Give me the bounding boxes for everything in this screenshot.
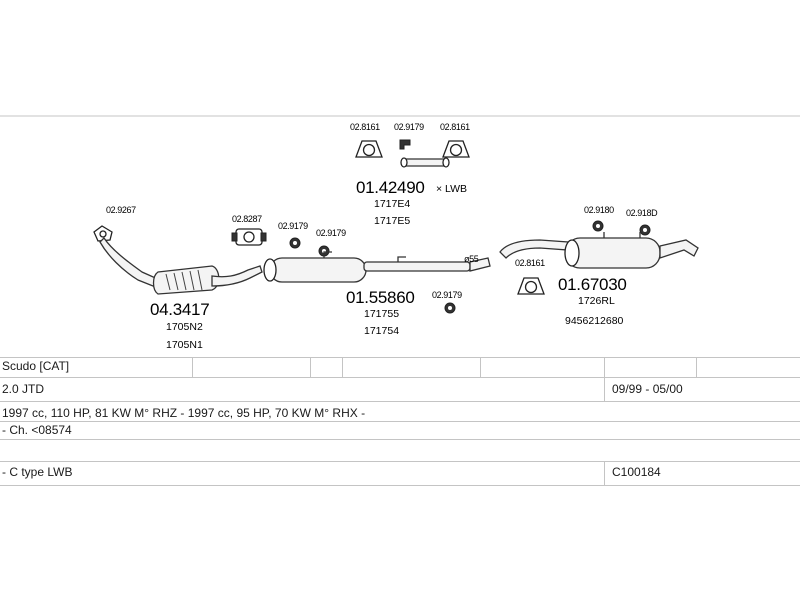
clamp-label-02-8161-a: 02.8161: [350, 122, 380, 132]
oe-number-171755: 171755: [364, 308, 399, 320]
clamp-label-02-918d: 02.918D: [626, 208, 658, 218]
table-divider: [342, 357, 343, 377]
rubber-mount-icon: [592, 220, 604, 232]
diameter-mark: ø55: [464, 254, 479, 264]
rubber-hanger-icon: [355, 140, 383, 158]
part-number-01-67030: 01.67030: [558, 275, 627, 294]
table-line: [0, 401, 800, 402]
oe-number-1726rl: 1726RL: [578, 295, 615, 307]
table-divider: [192, 357, 193, 377]
table-divider: [696, 357, 697, 377]
oe-number-1717e4: 1717E4: [374, 198, 410, 210]
table-line: [0, 461, 800, 462]
catalytic-converter-icon: [99, 236, 263, 295]
center-pipe-suffix: × LWB: [436, 183, 467, 195]
model-name: Scudo [CAT]: [2, 359, 70, 373]
oe-number-9456212680: 9456212680: [565, 315, 624, 327]
table-divider: [480, 357, 481, 377]
clamp-label-02-8161-c: 02.8161: [515, 258, 545, 268]
table-divider: [310, 357, 311, 377]
part-number-01-42490: 01.42490: [356, 178, 425, 197]
exhaust-flange-gasket-icon: [93, 225, 113, 242]
production-period: 09/99 - 05/00: [612, 382, 683, 396]
table-divider: [604, 357, 605, 401]
exhaust-system-diagram: 02.8161 02.9179 02.8161 01.42490 × LWB 1…: [0, 115, 800, 351]
table-line: [0, 439, 800, 440]
oe-number-1717e5: 1717E5: [374, 215, 410, 227]
rubber-mount-icon: [444, 302, 456, 314]
clamp-label-02-9267: 02.9267: [106, 205, 136, 215]
oe-number-171754: 171754: [364, 325, 399, 337]
clamp-label-02-9179-d: 02.9179: [432, 290, 462, 300]
clamp-label-02-9179-c: 02.9179: [316, 228, 346, 238]
rubber-hanger-icon: [442, 140, 470, 158]
catalogue-code: C100184: [612, 465, 661, 479]
chassis-range: - Ch. <08574: [2, 423, 72, 437]
rubber-mount-icon: [289, 237, 301, 249]
oe-number-1705n1: 1705N1: [166, 339, 203, 351]
engine-label: 2.0 JTD: [2, 382, 45, 396]
pipe-clamp-icon: [231, 228, 267, 246]
rubber-hanger-icon: [517, 277, 545, 295]
clamp-label-02-9179-b: 02.9179: [278, 221, 308, 231]
clamp-label-02-9179-a: 02.9179: [394, 122, 424, 132]
center-pipe-icon: [400, 157, 450, 168]
engine-spec: 1997 cc, 110 HP, 81 KW M° RHZ - 1997 cc,…: [2, 406, 366, 420]
middle-silencer-icon: [263, 251, 491, 283]
clamp-label-02-9180: 02.9180: [584, 205, 614, 215]
table-divider: [604, 461, 605, 485]
oe-number-1705n2: 1705N2: [166, 321, 203, 333]
clamp-label-02-8161-b: 02.8161: [440, 122, 470, 132]
table-line: [0, 377, 800, 378]
part-number-04-3417: 04.3417: [150, 300, 209, 319]
part-number-01-55860: 01.55860: [346, 288, 415, 307]
variant-label: - C type LWB: [2, 465, 73, 479]
bracket-clamp-icon: [399, 139, 411, 150]
rear-silencer-icon: [499, 232, 699, 269]
clamp-label-02-8287: 02.8287: [232, 214, 262, 224]
table-line: [0, 485, 800, 486]
rubber-mount-icon: [639, 224, 651, 236]
table-line: [0, 421, 800, 422]
table-line: [0, 357, 800, 358]
